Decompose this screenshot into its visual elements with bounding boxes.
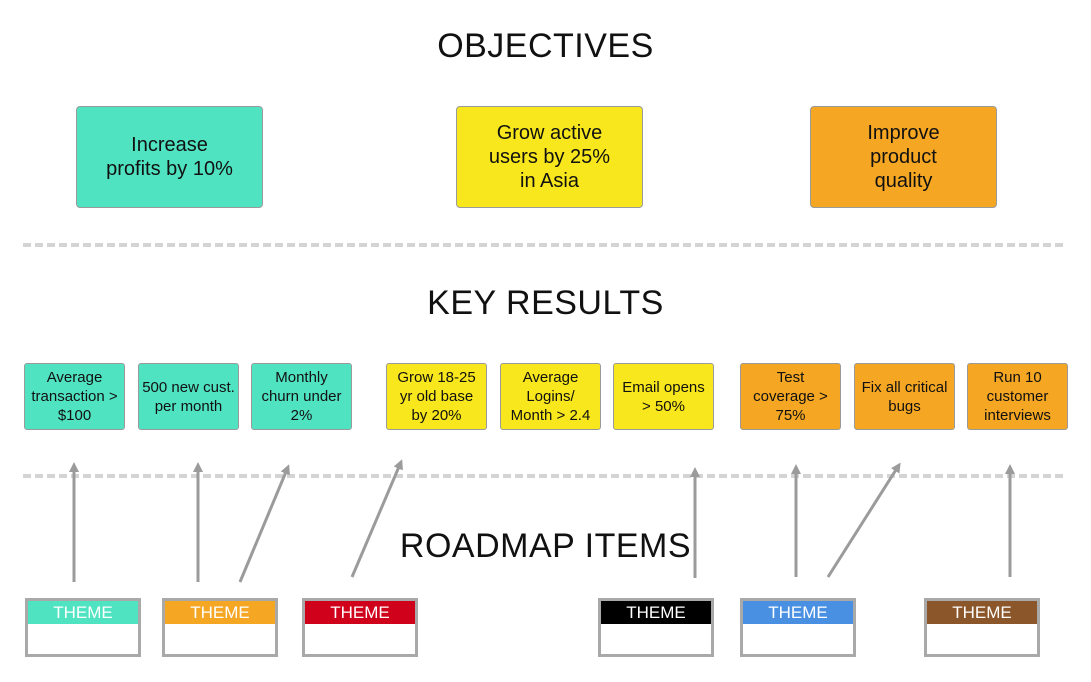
theme-label: THEME: [28, 601, 138, 624]
objective-card-product-quality: Improve product quality: [810, 106, 997, 208]
key-result-text: 500 new cust. per month: [142, 378, 235, 415]
roadmap-heading: ROADMAP ITEMS: [399, 527, 692, 565]
key-result-text: Average transaction > $100: [31, 369, 118, 424]
key-results-heading: KEY RESULTS: [427, 284, 664, 322]
key-result-text: Grow 18-25 yr old base by 20%: [397, 369, 476, 424]
divider-top: [23, 243, 1063, 247]
key-result-text: Fix all critical bugs: [861, 378, 948, 415]
key-result-text: Monthly churn under 2%: [261, 369, 342, 424]
objectives-heading: OBJECTIVES: [437, 27, 654, 65]
key-result-new-customers: 500 new cust. per month: [138, 363, 239, 430]
key-result-text: Email opens > 50%: [622, 378, 705, 415]
key-result-email-opens: Email opens > 50%: [613, 363, 714, 430]
theme-label: THEME: [601, 601, 711, 624]
theme-card-3[interactable]: THEME: [302, 598, 418, 657]
theme-card-6[interactable]: THEME: [924, 598, 1040, 657]
objective-card-active-users: Grow active users by 25% in Asia: [456, 106, 643, 208]
key-result-critical-bugs: Fix all critical bugs: [854, 363, 955, 430]
theme-label: THEME: [927, 601, 1037, 624]
arrow-theme5-to-critical-bugs: [826, 462, 901, 578]
objective-text: Grow active users by 25% in Asia: [488, 122, 611, 192]
key-result-text: Run 10 customer interviews: [984, 369, 1051, 424]
key-result-average-transaction: Average transaction > $100: [24, 363, 125, 430]
objective-text: Increase profits by 10%: [106, 134, 233, 180]
key-result-text: Average Logins/ Month > 2.4: [510, 369, 591, 424]
theme-card-4[interactable]: THEME: [598, 598, 714, 657]
theme-card-1[interactable]: THEME: [25, 598, 141, 657]
theme-label: THEME: [165, 601, 275, 624]
objective-text: Improve product quality: [867, 122, 940, 192]
key-result-customer-interviews: Run 10 customer interviews: [967, 363, 1068, 430]
divider-bottom: [23, 474, 1063, 478]
objective-card-profits: Increase profits by 10%: [76, 106, 263, 208]
key-result-test-coverage: Test coverage > 75%: [740, 363, 841, 430]
theme-label: THEME: [743, 601, 853, 624]
key-result-monthly-churn: Monthly churn under 2%: [251, 363, 352, 430]
theme-card-5[interactable]: THEME: [740, 598, 856, 657]
key-result-average-logins: Average Logins/ Month > 2.4: [500, 363, 601, 430]
key-result-grow-18-25-base: Grow 18-25 yr old base by 20%: [386, 363, 487, 430]
key-result-text: Test coverage > 75%: [753, 369, 828, 424]
theme-label: THEME: [305, 601, 415, 624]
theme-card-2[interactable]: THEME: [162, 598, 278, 657]
arrow-theme3-to-grow-base: [350, 459, 403, 578]
arrow-theme2-to-monthly-churn: [238, 464, 290, 583]
